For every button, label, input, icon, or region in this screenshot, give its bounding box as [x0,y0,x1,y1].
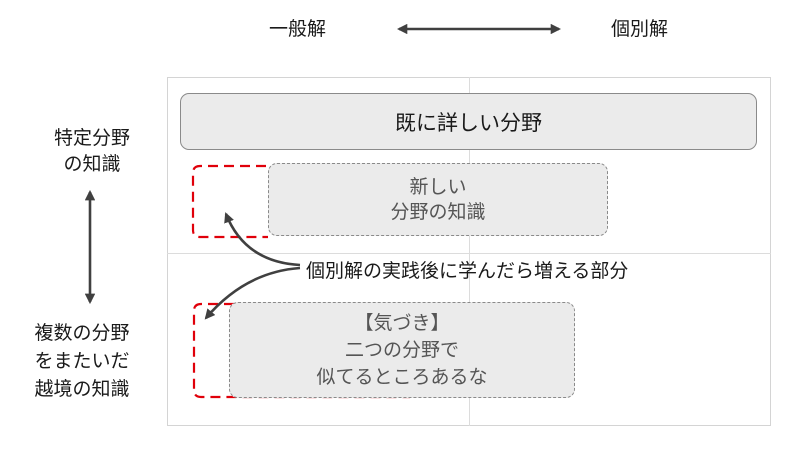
known-field-box: 既に詳しい分野 [180,93,757,150]
curved-arrow-to-lower-region [204,266,301,320]
axis-label-cross-boundary-knowledge: 複数の分野 をまたいだ 越境の知識 [34,322,130,400]
red-dashed-region-lower [192,302,410,399]
curved-arrow-to-upper-region [224,212,301,267]
new-field-box: 新しい 分野の知識 [268,163,608,236]
red-dashed-region-upper [191,164,410,239]
axis-label-specific-field-knowledge: 特定分野 の知識 [53,127,130,175]
quadrant-vertical-divider [469,77,470,426]
known-field-label: 既に詳しい分野 [395,110,542,135]
notice-box: 【気づき】 二つの分野で 似てるところあるな [229,302,575,398]
quadrant-horizontal-divider [167,253,771,254]
axis-label-general-solution: 一般解 [269,18,327,40]
annotation-text: 個別解の実践後に学んだら増える部分 [306,260,629,282]
axis-label-individual-solution: 個別解 [611,18,669,40]
